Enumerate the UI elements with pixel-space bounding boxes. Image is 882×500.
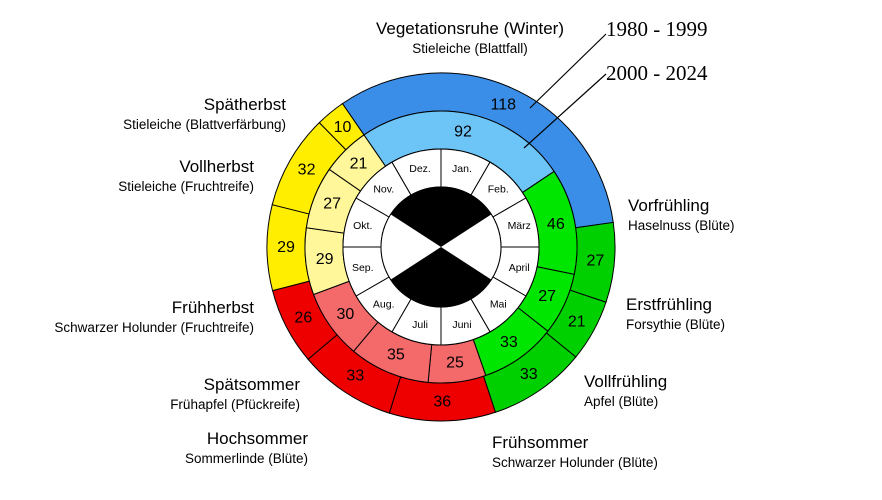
season-plant-frühherbst: Schwarzer Holunder (Fruchtreife)	[54, 320, 254, 335]
season-plant-erstfrühling: Forsythie (Blüte)	[626, 317, 725, 332]
inner-ring-value-hochsommer: 35	[387, 346, 405, 363]
month-label-okt: Okt.	[353, 220, 372, 232]
outer-ring-value-vorfrühling: 27	[586, 253, 604, 270]
month-label-nov: Nov.	[373, 184, 394, 196]
season-plant-spätsommer: Frühapfel (Pfückreife)	[170, 397, 300, 412]
month-label-april: April	[509, 262, 530, 274]
season-name-hochsommer: Hochsommer	[207, 429, 308, 448]
month-label-märz: März	[508, 220, 531, 232]
season-plant-vegetationsruhe-winter: Stieleiche (Blattfall)	[412, 41, 528, 56]
outer-ring-value-erstfrühling: 21	[568, 313, 586, 330]
season-plant-vollfrühling: Apfel (Blüte)	[584, 394, 658, 409]
center-wedge-top	[390, 187, 492, 247]
outer-ring-value-vegetationsruhe-winter: 118	[491, 97, 517, 114]
center-disc	[380, 186, 502, 308]
center-wedge-bottom	[390, 247, 492, 307]
season-name-frühherbst: Frühherbst	[172, 298, 254, 317]
period-label-2000-2024: 2000 - 2024	[606, 61, 708, 85]
season-name-vorfrühling: Vorfrühling	[628, 196, 709, 215]
season-name-erstfrühling: Erstfrühling	[626, 295, 712, 314]
season-plant-vollherbst: Stieleiche (Fruchtreife)	[118, 179, 254, 194]
season-plant-frühsommer: Schwarzer Holunder (Blüte)	[492, 455, 658, 470]
month-label-sep: Sep.	[352, 262, 374, 274]
period-leader-line-2000-2024	[523, 73, 607, 149]
season-labels: Vegetationsruhe (Winter) Stieleiche (Blat…	[54, 19, 734, 470]
outer-ring-value-spätherbst: 10	[334, 119, 352, 136]
season-name-vollherbst: Vollherbst	[179, 157, 254, 176]
period-labels: 1980 - 1999 2000 - 2024	[523, 17, 708, 149]
season-plant-spätherbst: Stieleiche (Blattverfärbung)	[123, 117, 286, 132]
inner-ring-2000-2024	[304, 110, 578, 384]
inner-ring-value-spätherbst: 21	[350, 156, 368, 173]
inner-ring-value-frühsommer: 25	[446, 355, 464, 372]
season-plant-vorfrühling: Haselnuss (Blüte)	[628, 218, 735, 233]
outer-ring-value-vollherbst: 32	[298, 161, 316, 178]
inner-ring-value-vollherbst: 27	[323, 196, 341, 213]
inner-ring-value-vegetationsruhe-winter: 92	[454, 124, 472, 141]
outer-ring-value-vollfrühling: 33	[520, 366, 538, 383]
season-name-vegetationsruhe-winter: Vegetationsruhe (Winter)	[376, 19, 564, 38]
outer-ring-1980-1999	[266, 72, 616, 422]
month-label-mai: Mai	[490, 298, 507, 310]
season-plant-hochsommer: Sommerlinde (Blüte)	[185, 451, 308, 466]
inner-ring-value-frühherbst: 29	[316, 251, 334, 268]
month-label-aug: Aug.	[373, 298, 395, 310]
value-labels: 118 27 21 33 36 33 26 29 32 10 92 46 27 33 25 35 30 29 27 2…	[277, 97, 604, 411]
period-leader-line-1980-1999	[529, 33, 607, 109]
month-label-jan: Jan.	[452, 163, 472, 175]
outer-ring-value-frühsommer: 36	[433, 393, 451, 410]
outer-ring-value-hochsommer: 33	[346, 368, 364, 385]
season-name-vollfrühling: Vollfrühling	[584, 372, 667, 391]
inner-ring-value-vorfrühling: 46	[547, 216, 565, 233]
month-label-juni: Juni	[452, 319, 471, 331]
outer-ring-value-frühherbst: 29	[277, 239, 295, 256]
month-label-feb: Feb.	[488, 184, 509, 196]
month-label-dez: Dez.	[409, 163, 431, 175]
season-name-spätsommer: Spätsommer	[204, 375, 301, 394]
outer-ring-value-spätsommer: 26	[294, 310, 312, 327]
inner-ring-value-spätsommer: 30	[337, 306, 355, 323]
season-name-frühsommer: Frühsommer	[492, 433, 589, 452]
inner-ring-value-erstfrühling: 27	[538, 288, 556, 305]
inner-ring-value-vollfrühling: 33	[500, 334, 518, 351]
season-name-spätherbst: Spätherbst	[204, 95, 286, 114]
period-label-1980-1999: 1980 - 1999	[606, 17, 708, 41]
month-label-juli: Juli	[412, 319, 428, 331]
